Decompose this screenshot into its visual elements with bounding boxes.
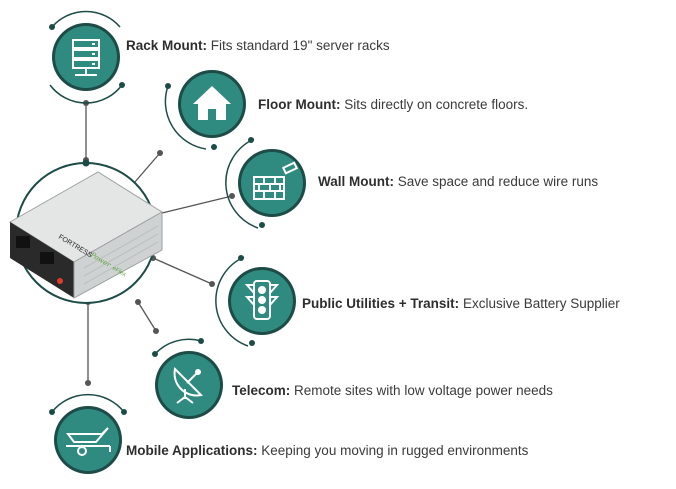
label-floor-mount: Floor Mount: Sits directly on concrete f… — [258, 97, 528, 113]
item-description: Save space and reduce wire runs — [397, 174, 599, 189]
node-arc — [51, 393, 125, 413]
label-telecom: Telecom: Remote sites with low voltage p… — [232, 383, 553, 399]
brick-wall-icon — [253, 161, 299, 200]
traffic-light-icon — [244, 280, 280, 320]
hub-accent-dot — [82, 159, 90, 167]
node-arc — [51, 10, 121, 28]
node-mobile-applications — [49, 393, 127, 474]
connector-utilities — [152, 257, 213, 285]
item-title: Floor Mount: — [258, 97, 341, 112]
node-floor-mount — [164, 70, 246, 150]
item-description: Sits directly on concrete floors. — [344, 97, 529, 112]
item-description: Exclusive Battery Supplier — [462, 296, 620, 311]
item-description: Remote sites with low voltage power need… — [294, 383, 553, 398]
node-arc — [164, 85, 207, 150]
boat-trailer-icon — [66, 427, 111, 456]
server-rack-icon — [72, 39, 100, 76]
item-title: Public Utilities + Transit: — [302, 296, 460, 311]
product-hub: FORTRESS Power eFlex — [9, 159, 163, 304]
node-arc — [225, 138, 259, 229]
node-public-utilities — [215, 255, 296, 347]
label-mobile-applications: Mobile Applications: Keeping you moving … — [126, 443, 528, 459]
item-title: Mobile Applications: — [126, 443, 258, 458]
item-title: Telecom: — [232, 383, 291, 398]
label-wall-mount: Wall Mount: Save space and reduce wire r… — [318, 174, 598, 190]
node-telecom — [152, 338, 223, 419]
item-description: Fits standard 19" server racks — [210, 38, 390, 53]
satellite-dish-icon — [173, 366, 204, 404]
node-wall-mount — [225, 137, 306, 229]
house-icon — [193, 86, 231, 120]
node-arc — [154, 338, 202, 355]
connector-wall — [157, 195, 233, 215]
connector-telecom — [137, 301, 157, 332]
node-rack-mount — [49, 10, 125, 104]
item-description: Keeping you moving in rugged environment… — [261, 443, 529, 458]
item-title: Rack Mount: — [126, 38, 207, 53]
label-rack-mount: Rack Mount: Fits standard 19" server rac… — [126, 38, 390, 54]
node-arc — [215, 256, 249, 347]
node-arc — [49, 84, 123, 104]
battery-unit-image: FORTRESS Power eFlex — [9, 171, 163, 299]
connector-lines — [85, 103, 233, 383]
label-public-utilities: Public Utilities + Transit: Exclusive Ba… — [302, 296, 620, 312]
item-title: Wall Mount: — [318, 174, 394, 189]
